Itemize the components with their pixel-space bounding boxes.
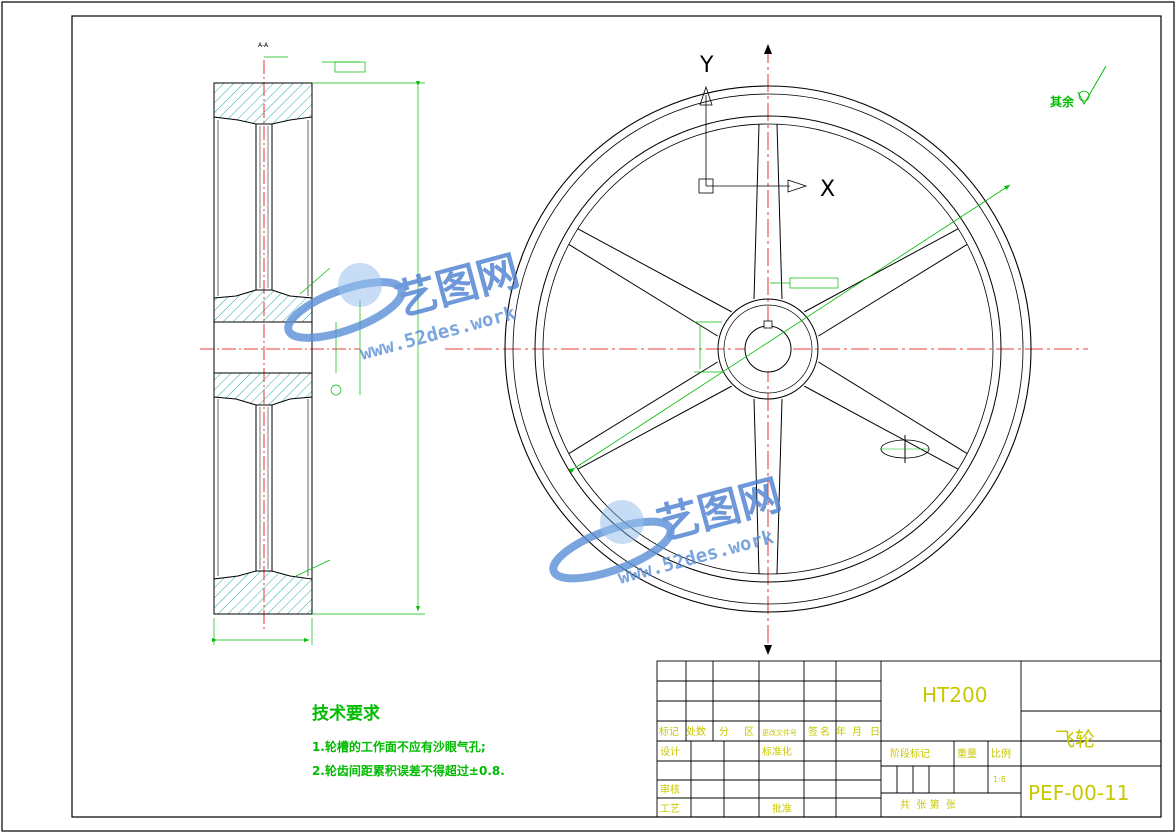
header-cell: 月 [852,726,862,738]
label-process: 工艺 [660,803,680,815]
header-cell: 处数 [686,725,706,738]
label-standardization: 标准化 [762,745,792,758]
header-cell: 分 [719,726,729,738]
spoke-edge [753,123,760,300]
section-view: A-A [200,42,425,645]
spoke-edge [804,385,959,470]
spoke-edge [568,361,718,455]
tech-req-title: 技术要求 [312,703,380,724]
tech-req-item-2: 2.轮齿间距累积误差不得超过±0.8. [312,763,505,778]
label-review: 审核 [660,783,680,796]
axis-x-label: X [820,177,835,202]
spoke-edge [818,361,968,455]
label-design: 设计 [660,745,680,758]
section-label: A-A [258,42,269,49]
spoke-edge [818,243,968,337]
header-cell: 年 [836,725,846,738]
header-row: 标记处数 分 区更改文件号 签名年月日 [659,725,880,738]
part-name: 飞轮 [1055,727,1095,751]
spoke-edge [577,385,732,470]
header-cell: 更改文件号 [762,728,797,737]
watermark-bottom: 艺图网 www.52des.work [549,470,786,589]
title-block [656,660,1162,818]
header-cell: 区 [744,726,754,738]
header-cell: 日 [870,727,880,738]
axis-y-label: Y [699,53,714,78]
scale-value: 1:8 [993,775,1006,784]
front-view: Y X 其余 [445,44,1107,655]
label-sheets: 共 张 第 张 [900,798,956,811]
material: HT200 [922,683,987,707]
spoke-edge [577,228,732,313]
label-approve: 批准 [772,802,792,815]
title-block-text: HT200 飞轮 PEF-00-11 1:8 设计 标准化 审核 工艺 批准 阶… [659,683,1130,815]
spoke-edge [776,123,783,300]
header-cell: 标记 [659,726,679,738]
spoke-edge [804,228,959,313]
surface-finish-note: 其余 [1050,94,1075,109]
label-scale: 比例 [991,747,1011,760]
drawing-number: PEF-00-11 [1028,781,1130,805]
label-weight: 重量 [957,747,977,760]
watermark-top: 艺图网 www.52des.work [284,246,524,365]
tech-req-item-1: 1.轮槽的工作面不应有沙眼气孔; [312,739,486,754]
drawing-frame [71,15,1162,818]
header-cell: 名 [820,725,830,738]
label-stage-mark: 阶段标记 [890,747,930,760]
technical-requirements: 技术要求 1.轮槽的工作面不应有沙眼气孔; 2.轮齿间距累积误差不得超过±0.8… [312,703,505,778]
header-cell: 签 [808,725,818,738]
